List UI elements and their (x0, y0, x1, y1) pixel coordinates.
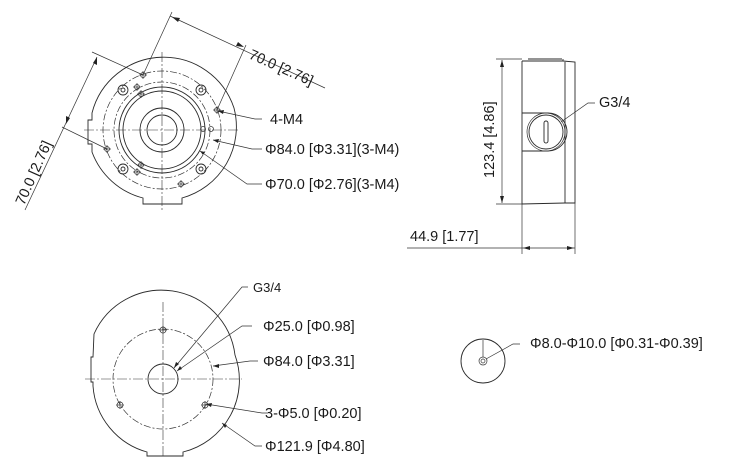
callout-cable-range: Φ8.0-Φ10.0 [Φ0.31-Φ0.39] (530, 336, 703, 352)
bottom-holes (116, 326, 209, 409)
leader-arrow (200, 151, 205, 155)
top-view-leaders (199, 110, 262, 185)
callout-3-holes: 3-Φ5.0 [Φ0.20] (265, 406, 362, 422)
gland-hole-outer (478, 356, 488, 366)
callout-4-m4: 4-M4 (270, 112, 303, 128)
side-thread-leader (560, 102, 595, 123)
gland-leader (485, 343, 520, 360)
dim-diag-left (24, 51, 144, 211)
m4-bosses (117, 84, 207, 175)
callout-pcd84-top: Φ84.0 [Φ3.31](3-M4) (265, 142, 399, 158)
gland-outer-circle (460, 338, 506, 384)
dim-depth-label: 44.9 [1.77] (410, 229, 479, 245)
leader-arrow (218, 110, 224, 114)
small-holes (103, 71, 221, 188)
top-view-outer-outline (87, 56, 237, 205)
dim-diag-top (142, 11, 326, 111)
bottom-leaders (173, 286, 268, 447)
side-boss (522, 112, 568, 152)
dim-diag-top-label: 70.0 [2.76] (246, 47, 315, 89)
side-gland-outer (526, 112, 566, 152)
side-thread-label: G3/4 (599, 95, 630, 111)
side-view-body (521, 59, 576, 205)
gland-detail: Φ8.0-Φ10.0 [Φ0.31-Φ0.39] (460, 336, 703, 384)
callout-outer-dia: Φ121.9 [Φ4.80] (265, 439, 365, 455)
dim-height-label: 123.4 [4.86] (482, 101, 498, 178)
gland-hole-inner (480, 358, 486, 364)
side-view: 123.4 [4.86] 44.9 [1.77] G3/4 (407, 58, 630, 254)
bottom-view: G3/4 Φ25.0 [Φ0.98] Φ84.0 [Φ3.31] 3-Φ5.0 … (85, 280, 365, 458)
bottom-thread-label: G3/4 (253, 280, 281, 295)
callout-bore: Φ25.0 [Φ0.98] (263, 319, 355, 335)
leader-arrow (213, 139, 219, 143)
top-view: 70.0 [2.76] 70.0 [2.76] 4-M4 Φ84.0 [Φ3.3… (13, 11, 399, 211)
dim-diag-left-label: 70.0 [2.76] (13, 139, 55, 208)
side-gland (528, 114, 564, 150)
side-gland-slot (543, 120, 549, 144)
bottom-view-outer-outline (90, 289, 240, 457)
callout-pcd84-bottom: Φ84.0 [Φ3.31] (263, 354, 355, 370)
callout-pcd70-top: Φ70.0 [Φ2.76](3-M4) (265, 177, 399, 193)
